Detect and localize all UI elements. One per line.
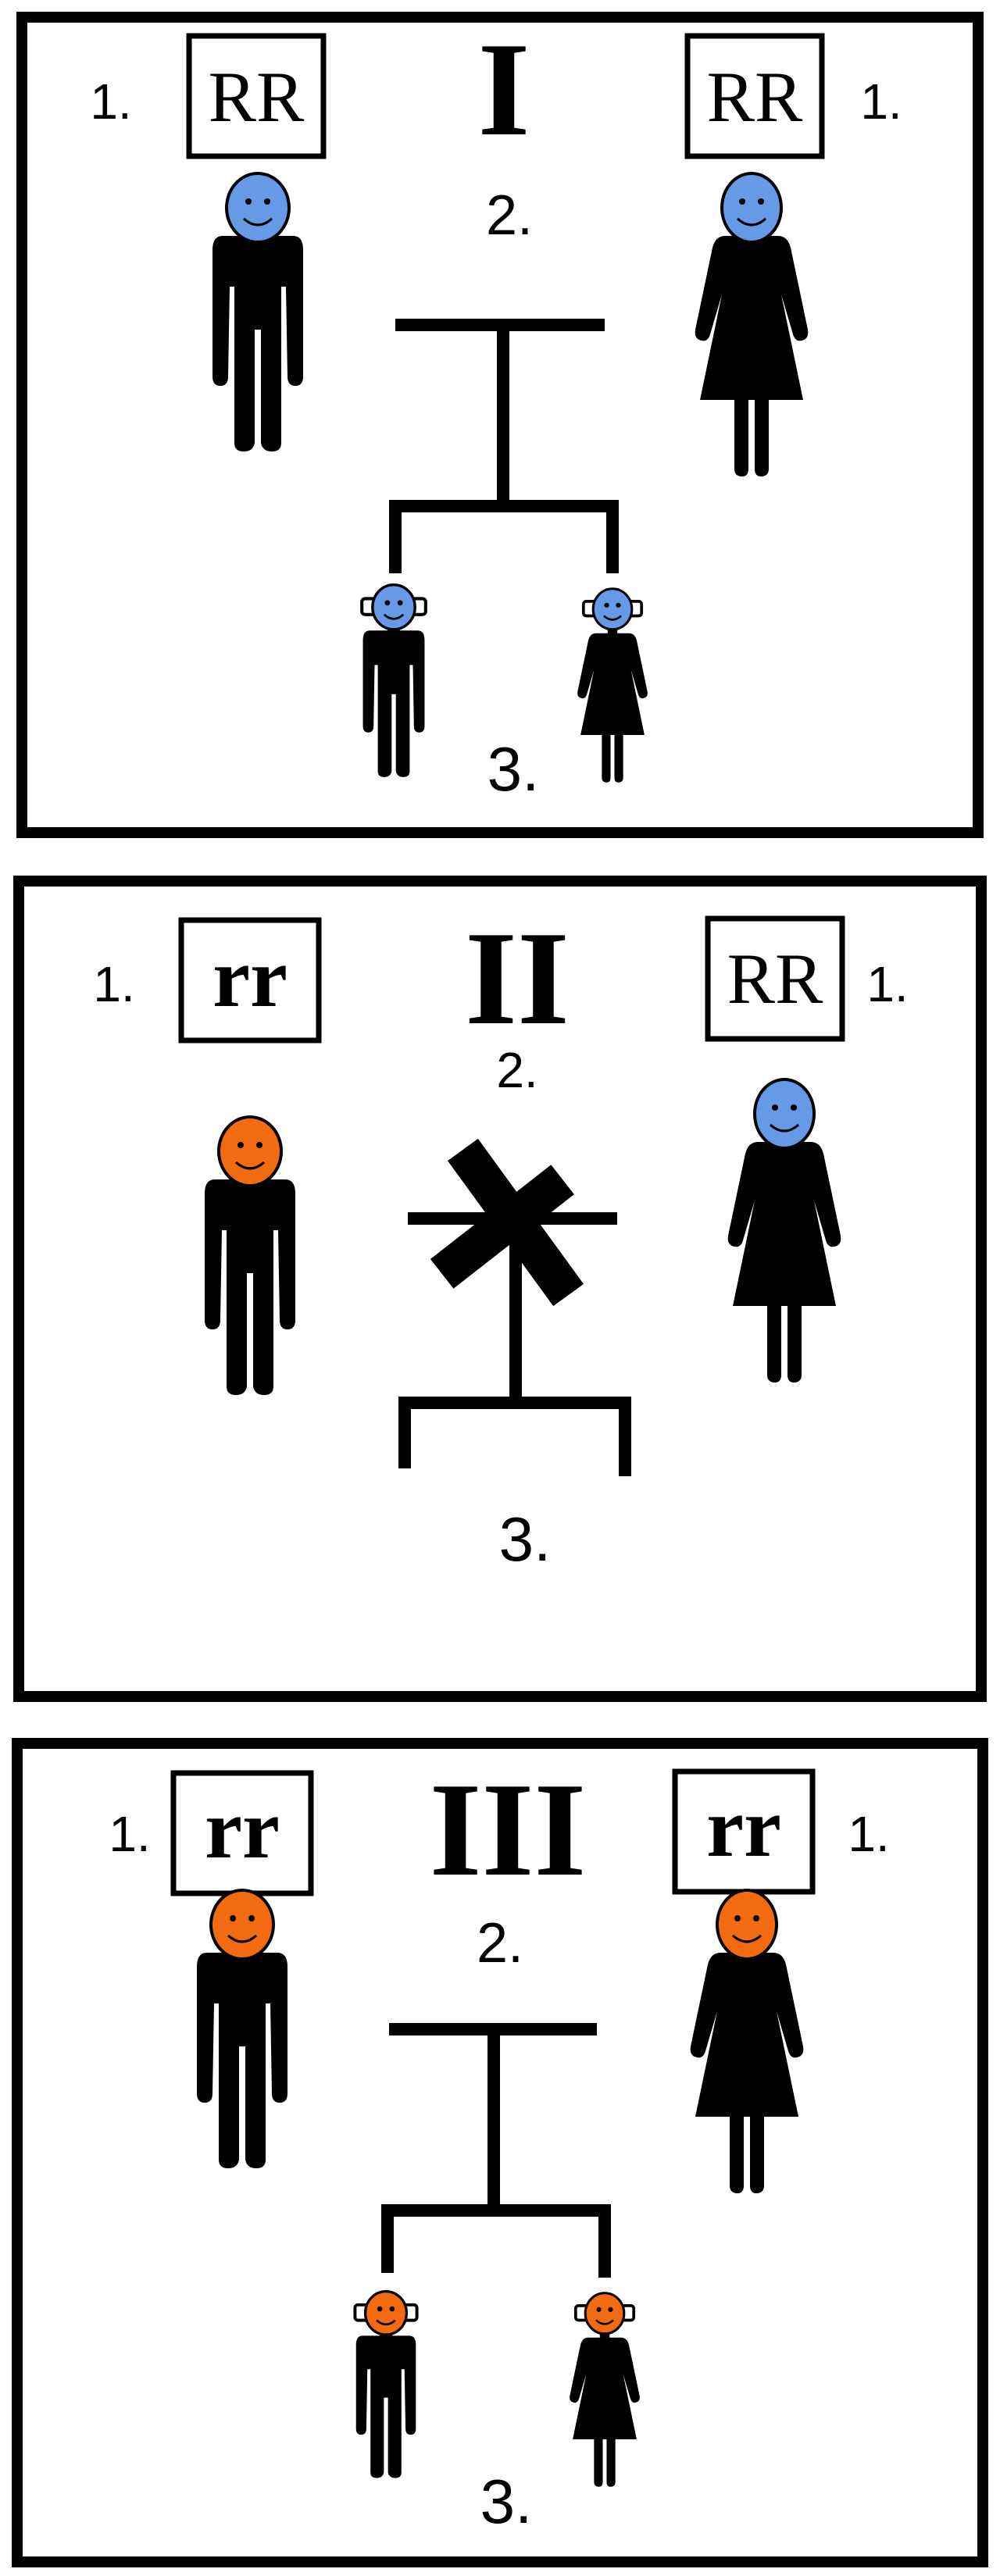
father-genotype: RR [209,57,305,137]
father-number-label: 1. [109,1806,150,1862]
mother-genotype: rr [706,1782,781,1875]
cross-symbol [381,2023,611,2278]
face-icon [753,1078,816,1150]
mother-number-label: 1. [866,956,908,1012]
mother-genotype: RR [727,939,823,1019]
panel-roman-numeral: III [430,1756,587,1904]
mother-genotype-box [672,1768,816,1895]
father-genotype-box [178,917,322,1044]
offspring-label: 3. [480,2467,533,2536]
son-figure [353,2289,419,2478]
face-icon [209,1889,275,1961]
face-icon [720,172,783,244]
face-icon [217,1115,283,1187]
father-genotype: rr [205,1783,280,1876]
father-figure [205,1115,295,1395]
mother-number-label: 1. [860,73,902,130]
father-genotype: rr [212,932,288,1025]
face-icon [225,172,291,244]
daughter-figure [570,2292,640,2487]
mother-genotype: RR [707,57,803,137]
mother-figure [690,1889,804,2193]
mother-figure [695,172,809,476]
father-figure [212,172,303,451]
panel-2: II 1. 1. rr RR 2. [13,876,987,1702]
father-genotype-box [186,33,327,159]
cross-label: 2. [477,1912,523,1975]
panel-roman-numeral: II [465,904,570,1053]
face-icon [363,2289,409,2336]
face-icon [371,583,416,631]
face-icon [584,2292,626,2335]
panel-roman-numeral: I [478,16,530,164]
face-icon [716,1889,778,1961]
x-mark-icon [430,1138,584,1307]
face-icon [591,587,634,631]
offspring-label: 3. [499,1504,552,1574]
daughter-figure [577,587,648,783]
offspring-label: 3. [488,734,540,804]
cross-label: 2. [486,184,533,247]
son-figure [360,583,427,777]
mother-figure [727,1078,841,1383]
panel-3: III 1. 1. rr rr 2. [12,1738,988,2567]
panel-1: I 1. 1. RR RR 2. [16,12,984,838]
mother-genotype-box [705,915,845,1042]
mother-genotype-box [684,33,825,159]
father-genotype-box [170,1770,314,1896]
cross-symbol [389,319,619,573]
father-figure [197,1889,288,2168]
cross-label: 2. [496,1042,538,1098]
father-number-label: 1. [93,956,134,1012]
blocked-cross-symbol [398,1138,631,1476]
father-number-label: 1. [90,73,131,130]
mother-number-label: 1. [848,1806,889,1862]
